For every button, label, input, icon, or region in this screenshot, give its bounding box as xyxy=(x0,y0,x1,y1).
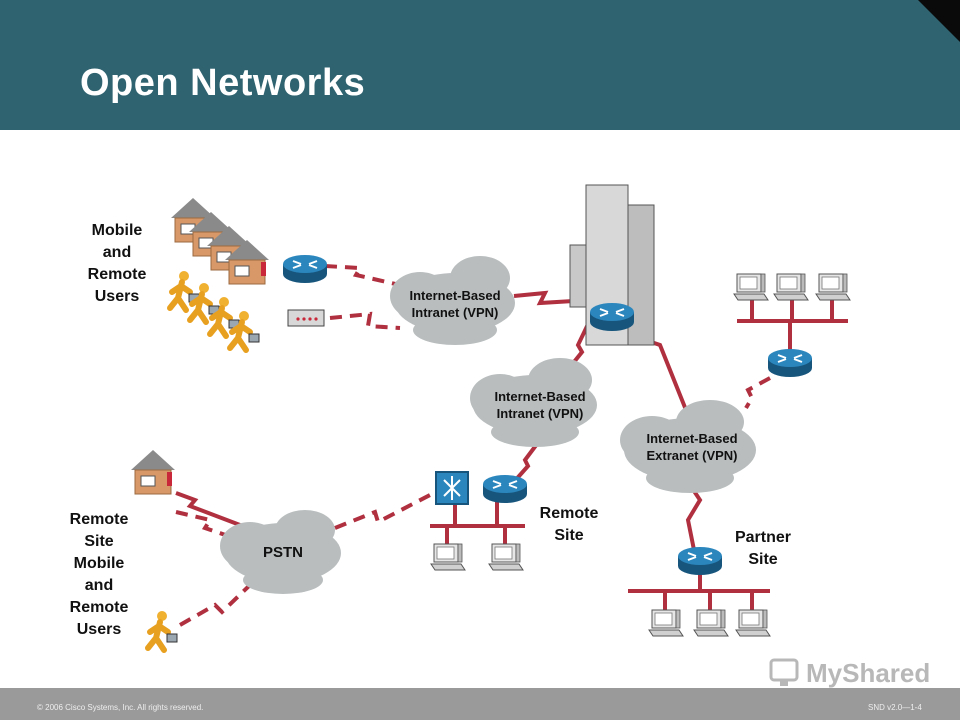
cloud-pstn xyxy=(220,510,341,594)
lan-partner xyxy=(628,570,770,612)
title-bar: Open Networks xyxy=(0,0,960,130)
label-mobile-remote-users: Mobile and Remote Users xyxy=(87,222,147,305)
cloud-label-extranet: Internet-Based Extranet (VPN) xyxy=(646,431,738,463)
router-icon xyxy=(482,474,528,504)
copyright-text: © 2006 Cisco Systems, Inc. All rights re… xyxy=(37,703,204,712)
link-pstn-remote xyxy=(334,493,431,530)
link-router-top xyxy=(324,264,401,287)
cloud-intranet-mid xyxy=(470,358,597,447)
pc-icon xyxy=(648,609,684,637)
cloud-intranet-top xyxy=(390,256,515,345)
link-mid-remote xyxy=(510,438,542,486)
modem-icon xyxy=(287,309,325,327)
watermark-logo: MyShared xyxy=(768,656,931,692)
house-icon xyxy=(130,449,176,495)
slide-reference: SND v2.0—1-4 xyxy=(868,703,922,712)
slide-title: Open Networks xyxy=(80,62,366,104)
pc-icon xyxy=(430,543,466,571)
monitor-icon xyxy=(769,658,799,686)
router-icon xyxy=(767,348,813,378)
router-icon xyxy=(677,546,723,576)
link-modem xyxy=(329,311,401,330)
cloud-label-pstn: PSTN xyxy=(262,544,303,561)
mobile-user-icon xyxy=(230,311,259,350)
watermark-text: MyShared xyxy=(806,658,931,688)
link-extranet-partner xyxy=(685,483,703,551)
pc-icon xyxy=(773,273,809,301)
lan-top-right xyxy=(737,300,848,352)
corner-accent xyxy=(918,0,960,42)
pc-icon xyxy=(693,609,729,637)
cloud-label-intranet-top: Internet-Based Intranet (VPN) xyxy=(409,288,501,320)
pc-icon xyxy=(733,273,769,301)
cloud-extranet xyxy=(620,400,756,493)
link-pstn-left xyxy=(175,491,241,527)
link-person-pstn xyxy=(179,583,252,627)
pc-icon xyxy=(488,543,524,571)
router-icon xyxy=(282,254,328,284)
lan-lines xyxy=(430,300,848,612)
pc-icon xyxy=(735,609,771,637)
lan-remote xyxy=(430,500,525,548)
label-partner-site: Partner Site xyxy=(734,529,792,568)
dashed-links xyxy=(175,264,771,627)
label-remote-site-users: Remote Site Mobile and Remote Users xyxy=(69,511,129,638)
footer-bar xyxy=(0,688,960,720)
router-icon xyxy=(589,302,635,332)
link-partner-extranet xyxy=(744,376,771,410)
link-house-pstn xyxy=(175,510,241,542)
link-bldg-intranet-top xyxy=(513,290,591,306)
label-remote-site: Remote Site xyxy=(539,505,599,544)
mobile-user-icon xyxy=(148,611,177,650)
cloud-label-intranet-mid: Internet-Based Intranet (VPN) xyxy=(494,389,586,421)
pc-icon xyxy=(815,273,851,301)
switch-icon xyxy=(435,471,469,505)
